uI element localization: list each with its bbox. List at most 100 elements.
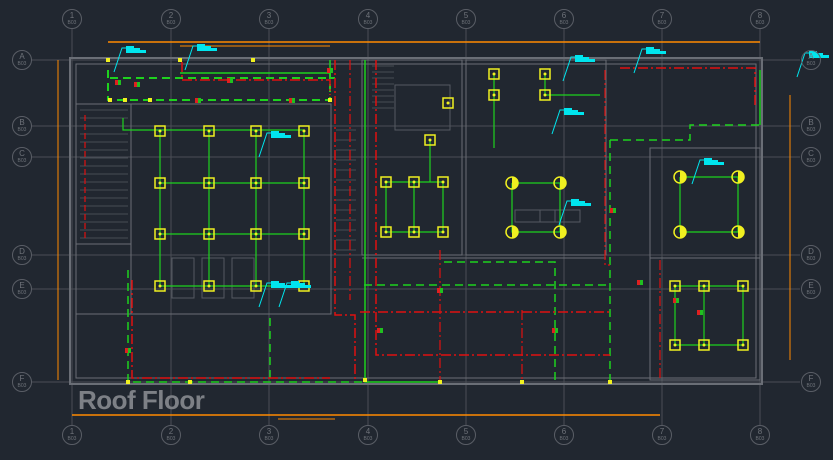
drawing-title: Roof Floor [78, 385, 205, 415]
light-fixture [669, 339, 681, 351]
switch-tag [134, 82, 137, 87]
grid-label: 6 [561, 427, 567, 436]
sheet-reference: B03 [755, 436, 765, 442]
light-fixture [437, 176, 449, 188]
switch-tag [128, 348, 131, 353]
sheet-reference: B03 [559, 436, 569, 442]
light-fixture-dot [702, 284, 706, 288]
grid-label: C [19, 149, 25, 158]
grid-label: 1 [69, 11, 75, 20]
light-fixture [698, 280, 710, 292]
light-fixture [203, 280, 215, 292]
light-fixture-dot [492, 93, 496, 97]
round-light-fill [738, 171, 744, 183]
switch-tag [610, 208, 613, 213]
grid-label: C [808, 149, 814, 158]
circuit-tag-label [271, 131, 291, 138]
switch-tag [673, 298, 676, 303]
grid-label: 8 [757, 11, 763, 20]
light-fixture-dot [673, 343, 677, 347]
light-fixture [424, 134, 436, 146]
round-light-fill [512, 226, 518, 238]
outer-wall [69, 57, 763, 385]
kitchen-wall [361, 59, 463, 256]
circuit-red [181, 62, 331, 95]
light-fixture-dot [412, 230, 416, 234]
light-fixture [737, 339, 749, 351]
light-fixture-dot [302, 129, 306, 133]
light-fixture-dot [158, 232, 162, 236]
light-fixture [669, 280, 681, 292]
circuit-tag-label [646, 47, 666, 54]
light-fixture-dot [446, 101, 450, 105]
switch-tag [230, 78, 233, 83]
switch-tag [289, 98, 292, 103]
sheet-reference: B03 [806, 256, 816, 262]
circuit-tag-label [575, 55, 595, 62]
sheet-reference: B03 [363, 436, 373, 442]
grid-label: 2 [168, 11, 174, 20]
round-light-fill [680, 226, 686, 238]
switch-tag [437, 288, 440, 293]
circuit-red [375, 60, 610, 356]
sheet-reference: B03 [67, 20, 77, 26]
light-fixture-dot [543, 93, 547, 97]
sheet-reference: B03 [17, 383, 27, 389]
circuit-tag-label [126, 46, 146, 53]
light-fixture-dot [302, 181, 306, 185]
sheet-reference: B03 [67, 436, 77, 442]
round-light-fill [738, 226, 744, 238]
light-fixture-dot [543, 72, 547, 76]
switch-tag [227, 78, 230, 83]
grid-label: A [808, 52, 814, 61]
round-light-fill [560, 177, 566, 189]
light-fixture-dot [441, 230, 445, 234]
light-fixture-dot [441, 180, 445, 184]
light-fixture-dot [492, 72, 496, 76]
sheet-reference: B03 [166, 20, 176, 26]
switch-tag [125, 348, 128, 353]
light-fixture [488, 89, 500, 101]
sheet-reference: B03 [264, 436, 274, 442]
grid-label: E [808, 281, 814, 290]
grid-label: 5 [463, 427, 469, 436]
switch-tag [613, 208, 616, 213]
circuit-green [444, 261, 556, 380]
light-fixture-dot [384, 180, 388, 184]
switch-tag [195, 98, 198, 103]
grid-label: D [808, 247, 814, 256]
light-fixture-dot [158, 129, 162, 133]
east-room-wall [649, 147, 761, 381]
sheet-reference: B03 [806, 127, 816, 133]
switch-tag [676, 298, 679, 303]
junction-box [608, 380, 612, 384]
grid-label: F [19, 374, 25, 383]
junction-box [188, 380, 192, 384]
grid-label: 7 [659, 427, 665, 436]
grid-label: 3 [266, 11, 272, 20]
light-fixture-dot [428, 138, 432, 142]
circuit-tag-label [704, 158, 724, 165]
junction-box [520, 380, 524, 384]
switch-tag [380, 328, 383, 333]
gym-equipment [201, 257, 225, 299]
grid-label: D [19, 247, 25, 256]
light-fixture [298, 177, 310, 189]
light-fixture [408, 176, 420, 188]
grid-label: 1 [69, 427, 75, 436]
light-fixture [698, 339, 710, 351]
